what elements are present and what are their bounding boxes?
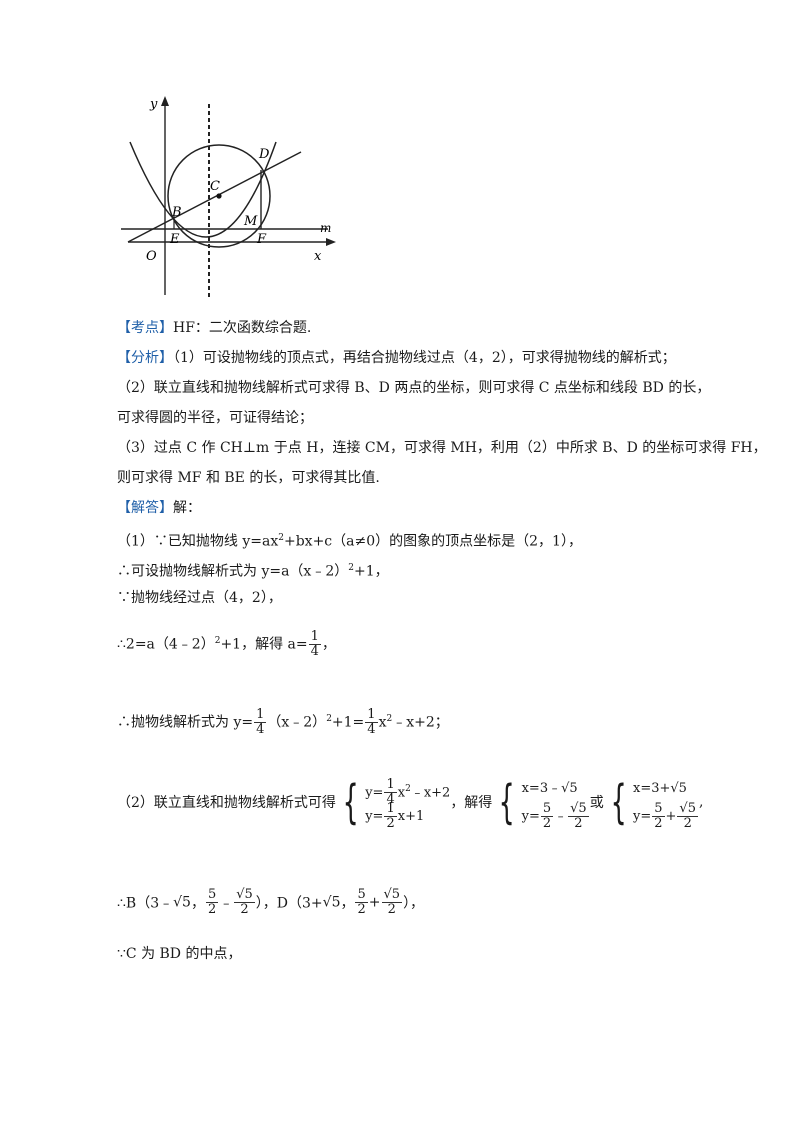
fenxi-line-3: 可求得圆的半径，可证得结论；: [117, 410, 313, 426]
label-f: F: [256, 232, 267, 247]
kaodian-text: HF：二次函数综合题.: [173, 320, 312, 336]
fenxi-line-4: （3）过点 C 作 CH⊥m 于点 H，连接 CM，可求得 MH，利用（2）中所…: [117, 440, 767, 456]
point-c: [216, 193, 222, 199]
jieda-tag: 【解答】: [117, 500, 173, 516]
label-m-point: M: [243, 214, 258, 229]
label-e: E: [169, 232, 180, 247]
step-3: ∵抛物线经过点（4，2），: [117, 590, 282, 606]
circle: [167, 144, 271, 248]
label-m: m: [320, 221, 331, 235]
figure: y x O m D C B M E F: [118, 92, 348, 307]
step-1: （1）∵已知抛物线 y=ax2+bx+c（a≠0）的图象的顶点坐标是（2，1），: [117, 533, 582, 550]
kaodian-line: 【考点】HF：二次函数综合题.: [117, 318, 311, 338]
label-y: y: [149, 97, 158, 112]
fenxi-line-1: 【分析】（1）可设抛物线的顶点式，再结合抛物线过点（4，2），可求得抛物线的解析…: [117, 348, 676, 368]
parabola: [129, 141, 277, 238]
line-bd: [127, 151, 302, 243]
parabola-circle-diagram: y x O m D C B M E F: [121, 96, 336, 300]
label-d: D: [258, 147, 270, 162]
brace: {: [342, 775, 359, 829]
fenxi-line-2: （2）联立直线和抛物线解析式可求得 B、D 两点的坐标，则可求得 C 点坐标和线…: [117, 380, 711, 396]
label-o: O: [146, 249, 157, 264]
kaodian-tag: 【考点】: [117, 320, 173, 336]
jieda-intro: 解：: [173, 500, 201, 516]
fenxi-line-5: 则可求得 MF 和 BE 的长，可求得其比值.: [117, 470, 380, 486]
step-8: ∵C 为 BD 的中点，: [117, 946, 242, 962]
label-x: x: [314, 249, 322, 264]
step-2: ∴可设抛物线解析式为 y=a（x﹣2）2+1，: [117, 563, 389, 580]
fenxi-text-1: （1）可设抛物线的顶点式，再结合抛物线过点（4，2），可求得抛物线的解析式；: [173, 350, 676, 366]
label-b: B: [171, 205, 182, 220]
fenxi-tag: 【分析】: [117, 350, 173, 366]
jieda-line: 【解答】解：: [117, 498, 201, 518]
label-c: C: [210, 179, 220, 194]
x-axis-arrow: [326, 238, 336, 246]
y-axis-arrow: [161, 96, 169, 106]
